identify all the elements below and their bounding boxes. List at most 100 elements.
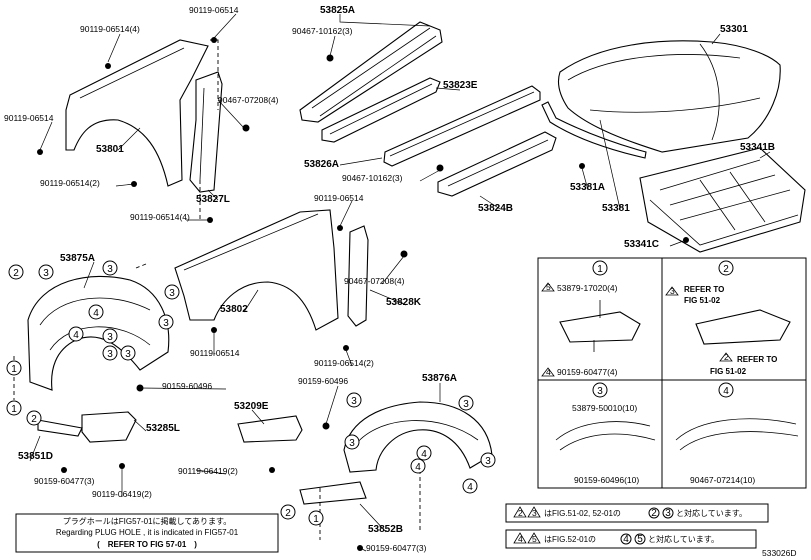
clip-icon[interactable] [136, 384, 144, 392]
clip-icon[interactable] [357, 545, 363, 551]
clip-icon[interactable] [683, 237, 689, 243]
callout-3[interactable]: 3 [480, 452, 496, 468]
label-53381[interactable]: 53381 [602, 203, 630, 214]
callout-3[interactable]: 3 [38, 264, 54, 280]
d2-label-a2[interactable]: FIG 51-02 [684, 296, 721, 305]
label-53823E[interactable]: 53823E [443, 80, 478, 91]
bolt-icon[interactable] [119, 463, 125, 469]
d4-label-a[interactable]: 90467-07214(10) [690, 475, 755, 485]
bolt-icon[interactable] [207, 217, 213, 223]
label-90119-06419-2-a[interactable]: 90119-06419(2) [178, 466, 238, 476]
label-90159-60477-3-b[interactable]: 90159-60477(3) [366, 543, 427, 553]
clip-icon[interactable] [579, 163, 585, 169]
fender-53802[interactable] [174, 209, 339, 331]
label-90467-10162-3-top[interactable]: 90467-10162(3) [292, 26, 353, 36]
bracket-53209E[interactable] [237, 415, 303, 443]
label-53285L[interactable]: 53285L [146, 423, 180, 434]
label-90119-06514-low[interactable]: 90119-06514 [190, 348, 240, 358]
fender-liner-53827L[interactable] [189, 71, 223, 193]
d2-label-b2[interactable]: FIG 51-02 [710, 367, 747, 376]
hood-seal-53381[interactable] [541, 101, 647, 159]
label-90159-60496-b[interactable]: 90159-60496 [298, 376, 348, 386]
detail-panel-3[interactable]: 3 53879-50010(10) 90159-60496(10) [555, 382, 656, 485]
note-ref[interactable]: ( REFER TO FIG 57-01 ) [97, 540, 197, 549]
label-53341B[interactable]: 53341B [740, 142, 775, 153]
label-90467-10162-3-mid[interactable]: 90467-10162(3) [342, 173, 403, 183]
callout-2[interactable]: 2 [8, 264, 24, 280]
detail-panel-4[interactable]: 4 90467-07214(10) [675, 382, 799, 485]
label-53301[interactable]: 53301 [720, 24, 748, 35]
label-53341C[interactable]: 53341C [624, 239, 659, 250]
callout-3[interactable]: 3 [102, 328, 118, 344]
d2-label-b1[interactable]: REFER TO [737, 355, 777, 364]
hood-insulator-53341B[interactable] [639, 147, 806, 253]
label-53851D[interactable]: 53851D [18, 451, 53, 462]
label-53825A[interactable]: 53825A [320, 5, 355, 16]
label-90119-06514-4-top[interactable]: 90119-06514(4) [80, 24, 140, 34]
detail-panel-2[interactable]: 2 3 REFER TO FIG 51-02 2 REFER TO FIG 51… [665, 260, 791, 376]
label-90119-06514-top[interactable]: 90119-06514 [189, 5, 239, 15]
callout-4[interactable]: 4 [68, 326, 84, 342]
label-90119-06514-2-low[interactable]: 90119-06514(2) [314, 358, 374, 368]
splash-53851D[interactable] [37, 419, 83, 437]
label-90119-06514-4-mid[interactable]: 90119-06514(4) [130, 212, 190, 222]
cowl-53824B[interactable] [437, 131, 557, 197]
d1-label-b[interactable]: 90159-60477(4) [557, 367, 618, 377]
bolt-icon[interactable] [37, 149, 43, 155]
label-90467-07208-4-top[interactable]: 90467-07208(4) [218, 95, 279, 105]
label-53876A[interactable]: 53876A [422, 373, 457, 384]
callout-1[interactable]: 1 [308, 510, 324, 526]
front-liner-53875A[interactable] [27, 275, 170, 391]
callout-3[interactable]: 3 [346, 392, 362, 408]
bolt-icon[interactable] [211, 327, 217, 333]
callout-1[interactable]: 1 [6, 360, 22, 376]
label-90159-60496-a[interactable]: 90159-60496 [162, 381, 212, 391]
clip-icon[interactable] [242, 124, 250, 132]
callout-4[interactable]: 4 [416, 445, 432, 461]
mudguard-53285L[interactable] [81, 411, 137, 443]
detail-panel-1[interactable]: 1 5 53879-17020(4) 4 90159-60477(4) [541, 260, 641, 377]
callout-2[interactable]: 2 [26, 410, 42, 426]
fender-seal-53828K[interactable] [347, 225, 369, 327]
bolt-icon[interactable] [131, 181, 137, 187]
cowl-53823E[interactable] [321, 77, 441, 143]
clip-icon[interactable] [326, 54, 334, 62]
bolt-icon[interactable] [105, 63, 111, 69]
callout-3[interactable]: 3 [102, 345, 118, 361]
label-53828K[interactable]: 53828K [386, 297, 422, 308]
cowl-53825A[interactable] [299, 21, 443, 123]
label-53827L[interactable]: 53827L [196, 194, 230, 205]
label-90119-06514-left[interactable]: 90119-06514 [4, 113, 54, 123]
callout-3[interactable]: 3 [164, 284, 180, 300]
label-53852B[interactable]: 53852B [368, 524, 403, 535]
splash-53852B[interactable] [299, 481, 367, 505]
callout-4[interactable]: 4 [462, 478, 478, 494]
label-53801[interactable]: 53801 [96, 144, 124, 155]
callout-3[interactable]: 3 [158, 314, 174, 330]
d2-label-a1[interactable]: REFER TO [684, 285, 724, 294]
d3-label-a[interactable]: 53879-50010(10) [572, 403, 637, 413]
label-53826A[interactable]: 53826A [304, 159, 339, 170]
label-53802[interactable]: 53802 [220, 304, 248, 315]
bolt-icon[interactable] [343, 345, 349, 351]
clip-icon[interactable] [400, 250, 408, 258]
callout-2[interactable]: 2 [280, 504, 296, 520]
d3-label-b[interactable]: 90159-60496(10) [574, 475, 639, 485]
label-90119-06514-mid[interactable]: 90119-06514 [314, 193, 364, 203]
hood-53301[interactable] [557, 40, 781, 153]
bolt-icon[interactable] [337, 225, 343, 231]
bolt-icon[interactable] [269, 467, 275, 473]
callout-3[interactable]: 3 [120, 345, 136, 361]
label-53209E[interactable]: 53209E [234, 401, 269, 412]
label-90119-06514-2-left[interactable]: 90119-06514(2) [40, 178, 100, 188]
callout-3[interactable]: 3 [102, 260, 118, 276]
clip-icon[interactable] [322, 422, 330, 430]
label-90159-60477-3-a[interactable]: 90159-60477(3) [34, 476, 95, 486]
clip-icon[interactable] [436, 164, 444, 172]
callout-1[interactable]: 1 [6, 400, 22, 416]
callout-3[interactable]: 3 [458, 395, 474, 411]
clip-icon[interactable] [61, 467, 67, 473]
callout-4[interactable]: 4 [88, 304, 104, 320]
bolt-icon[interactable] [211, 37, 217, 43]
label-53824B[interactable]: 53824B [478, 203, 513, 214]
